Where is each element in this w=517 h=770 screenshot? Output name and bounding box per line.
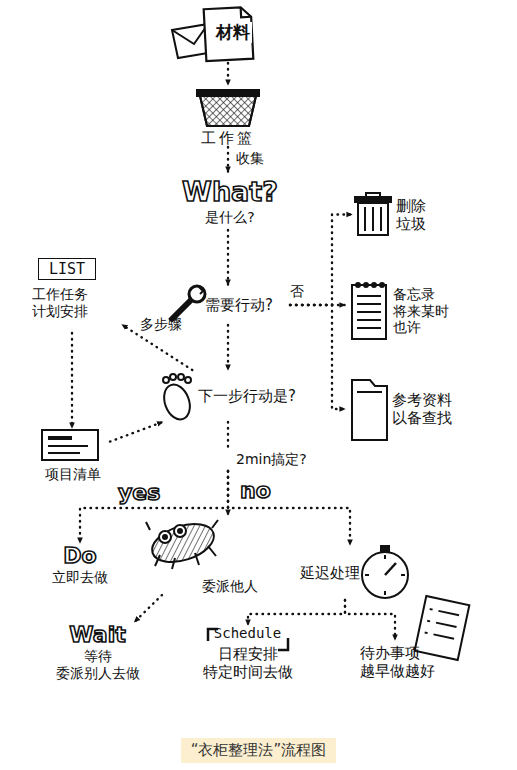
- edge-label: 多步骤: [140, 316, 182, 333]
- trash-icon: [355, 193, 391, 235]
- node-text: 参考资料 以备查找: [392, 391, 470, 427]
- edge-label: 收集: [236, 150, 264, 167]
- folder-icon: [352, 380, 387, 440]
- node-text: 备忘录 将来某时 也许: [393, 286, 470, 336]
- inbox-basket: 工作篮: [193, 85, 263, 147]
- node-text: 工作任务 计划安排: [32, 286, 122, 320]
- edge-label: 否: [290, 283, 304, 300]
- node-text: 项目清单: [45, 466, 101, 483]
- two-minute-decision: 2min搞定?: [222, 447, 322, 471]
- node-text: 延迟处理: [300, 564, 413, 582]
- memo-node: 备忘录 将来某时 也许: [345, 280, 470, 342]
- foot-icon: [160, 374, 195, 423]
- dotted-arrow: [71, 333, 73, 428]
- node-heading: Wait: [69, 622, 125, 648]
- node-heading: Schedule: [214, 625, 281, 642]
- clipboard-icon: [415, 596, 470, 660]
- delegate-node: 委派他人: [148, 515, 258, 595]
- dotted-arrow: [80, 471, 228, 543]
- node-text: 日程安排 特定时间去做: [195, 645, 300, 681]
- reference-node: 参考资料 以备查找: [345, 375, 470, 443]
- node-text: 材料: [214, 22, 252, 42]
- dotted-arrow: [248, 600, 345, 625]
- node-text: 等待 委派别人去做: [50, 648, 145, 682]
- edge-label: yes: [118, 480, 160, 506]
- node-text: 是什么?: [205, 209, 254, 226]
- dotted-arrow: [227, 230, 229, 285]
- node-text: 2min搞定?: [236, 451, 322, 468]
- caption-row: “衣柜整理法”流程图: [0, 738, 517, 763]
- caption: “衣柜整理法”流程图: [181, 738, 337, 763]
- node-text: 删除 垃圾: [396, 197, 452, 233]
- material-document: 材料: [188, 8, 268, 63]
- document-icon: [204, 7, 254, 61]
- dotted-arrow: [227, 471, 229, 515]
- dotted-arrow: [227, 325, 229, 370]
- node-heading: What?: [182, 176, 278, 208]
- edge-label: no: [240, 478, 271, 504]
- stopwatch-icon: [362, 546, 408, 598]
- project-list-node: 项目清单: [35, 428, 110, 483]
- node-text: 工作篮: [201, 129, 255, 147]
- dotted-arrow: [134, 595, 162, 622]
- delegate-creature-icon: [146, 517, 219, 569]
- dotted-arrow: [290, 215, 352, 306]
- defer-node: 延迟处理: [298, 545, 413, 600]
- dotted-arrow: [227, 147, 229, 172]
- node-text: 下一步行动是?: [198, 387, 315, 405]
- wait-node: Wait等待 委派别人去做: [50, 622, 145, 694]
- node-text: 立即去做: [52, 569, 108, 586]
- node-text: 委派他人: [202, 578, 258, 595]
- schedule-node: Schedule 日程安排 特定时间去做: [195, 625, 300, 705]
- next-action-node: 下一步行动是?: [150, 370, 315, 422]
- what-step: What?是什么?: [175, 172, 285, 230]
- node-heading: LIST: [38, 258, 96, 280]
- dotted-arrow: [110, 422, 163, 442]
- node-text: 待办事项 越早做越好: [360, 644, 470, 680]
- project-list-icon: [42, 430, 98, 460]
- basket-icon: [197, 90, 259, 126]
- do-node: Do立即去做: [45, 543, 115, 588]
- todo-node: 待办事项 越早做越好: [360, 640, 470, 708]
- dotted-arrow: [290, 305, 345, 409]
- action-decision: 需要行动?: [165, 285, 290, 325]
- dotted-arrow: [227, 63, 229, 85]
- dotted-arrow: [228, 471, 350, 545]
- notepad-icon: [352, 283, 386, 339]
- wrench-icon: [172, 286, 205, 319]
- dotted-arrow: [345, 600, 395, 640]
- trash-node: 删除 垃圾: [352, 192, 452, 237]
- dotted-arrow: [227, 422, 229, 447]
- node-text: 需要行动?: [205, 296, 290, 314]
- task-list-node: LIST 工作任务 计划安排: [32, 258, 122, 333]
- node-heading: Do: [63, 543, 96, 569]
- dotted-arrow: [290, 304, 345, 306]
